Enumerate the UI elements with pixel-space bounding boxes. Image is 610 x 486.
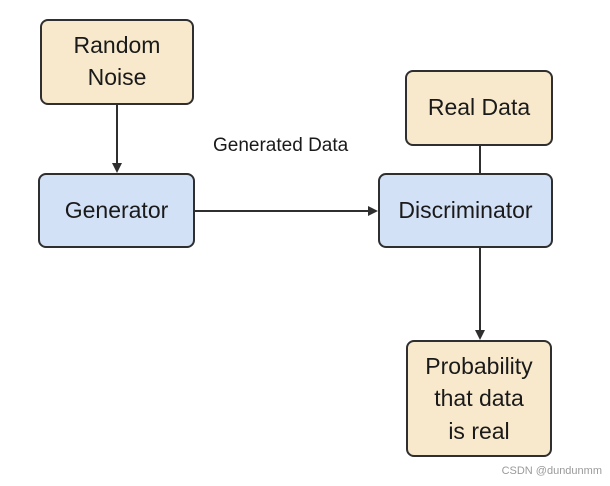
probability-output-node: Probability that data is real xyxy=(406,340,552,457)
generator-node: Generator xyxy=(38,173,195,248)
random-noise-node: Random Noise xyxy=(40,19,194,105)
generated-data-edge-label: Generated Data xyxy=(213,135,349,156)
discriminator-node: Discriminator xyxy=(378,173,553,248)
real-data-node: Real Data xyxy=(405,70,553,146)
watermark: CSDN @dundunmm xyxy=(501,465,602,477)
